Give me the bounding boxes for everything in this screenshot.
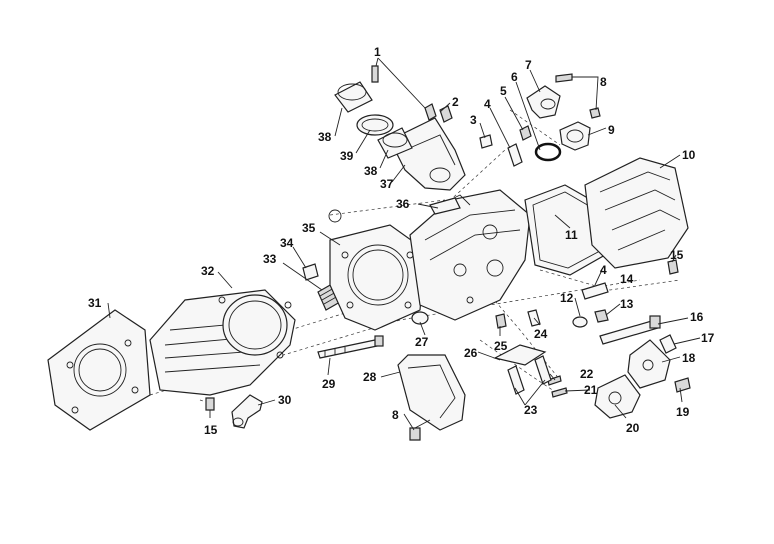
callout-14: 14 (620, 272, 634, 286)
callout-7: 7 (525, 58, 532, 72)
thermostat-cap (559, 121, 591, 151)
callout-5: 5 (500, 84, 507, 98)
cylinder-stud (317, 335, 384, 359)
tensioner-body-20 (594, 374, 641, 419)
spring-23 (507, 355, 552, 395)
dowel-pin (302, 263, 319, 281)
o-ring (534, 142, 562, 162)
cylinder (149, 289, 296, 396)
callout-4-upper: 4 (484, 97, 491, 111)
callout-21: 21 (584, 383, 598, 397)
intake-manifold (389, 117, 466, 191)
callout-3: 3 (470, 113, 477, 127)
callout-23: 23 (524, 403, 538, 417)
bolt-19 (674, 377, 691, 393)
manifold-bolt (371, 65, 437, 121)
callout-17: 17 (701, 331, 715, 345)
callout-38-lower: 38 (364, 164, 378, 178)
intake-clamp-39 (356, 114, 394, 136)
callout-1: 1 (374, 45, 381, 59)
callout-30: 30 (278, 393, 292, 407)
tensioner-bolt (599, 315, 661, 345)
bolt-15-lower (205, 397, 215, 411)
intake-boot-upper (334, 81, 373, 113)
callout-22: 22 (580, 367, 594, 381)
callout-37: 37 (380, 177, 394, 191)
callout-13: 13 (620, 297, 634, 311)
callout-11: 11 (565, 228, 578, 242)
callout-28: 28 (363, 370, 377, 384)
callout-8-upper: 8 (600, 75, 607, 89)
coolant-elbow (231, 394, 263, 429)
callout-8-lower: 8 (392, 408, 399, 422)
side-cover (397, 354, 466, 431)
cover-bolt-lower (409, 419, 431, 441)
callout-26: 26 (464, 346, 478, 360)
valve-cover (584, 157, 689, 269)
bolt-25 (495, 313, 507, 329)
cylinder-base-gasket (47, 309, 151, 431)
nut-13 (594, 309, 609, 323)
manifold-stud (439, 105, 453, 123)
leader-lines (107, 57, 701, 431)
bracket-18 (627, 339, 671, 389)
callout-32: 32 (201, 264, 215, 278)
callout-25: 25 (494, 339, 508, 353)
cylinder-head-gasket (328, 209, 426, 331)
callout-15-lower: 15 (204, 423, 218, 437)
plate-26 (493, 344, 547, 366)
callout-39: 39 (340, 149, 354, 163)
callout-33: 33 (263, 252, 277, 266)
callout-27: 27 (415, 335, 429, 349)
housing-bolt-upper (555, 73, 601, 119)
callout-31: 31 (88, 296, 102, 310)
callout-9: 9 (608, 123, 615, 137)
callout-10: 10 (682, 148, 696, 162)
spacer-17 (659, 334, 677, 354)
callout-24: 24 (534, 327, 548, 341)
callout-34: 34 (280, 236, 294, 250)
callout-2: 2 (452, 95, 459, 109)
pin-21 (551, 387, 568, 398)
callout-38-upper: 38 (318, 130, 332, 144)
callout-36: 36 (396, 197, 410, 211)
callout-16: 16 (690, 310, 704, 324)
thermostat-housing (526, 85, 561, 119)
bolt-15-upper (667, 259, 679, 275)
pin-22 (547, 375, 562, 386)
callout-4-lower: 4 (600, 263, 607, 277)
dowel-3 (479, 134, 493, 149)
bolt-14 (581, 282, 609, 300)
callout-29: 29 (322, 377, 336, 391)
callout-6: 6 (511, 70, 518, 84)
cylinder-head (409, 189, 531, 325)
callout-12: 12 (560, 291, 574, 305)
callout-18: 18 (682, 351, 696, 365)
callout-labels: 1 2 3 4 5 6 7 8 9 10 11 4 15 14 12 13 16… (88, 45, 715, 437)
washer-12 (572, 316, 588, 328)
callout-19: 19 (676, 405, 690, 419)
callout-15-upper: 15 (670, 248, 684, 262)
valve-guide (507, 143, 523, 167)
intake-gasket (429, 197, 461, 215)
callout-35: 35 (302, 221, 316, 235)
callout-20: 20 (626, 421, 640, 435)
intake-boot-lower (377, 127, 413, 159)
